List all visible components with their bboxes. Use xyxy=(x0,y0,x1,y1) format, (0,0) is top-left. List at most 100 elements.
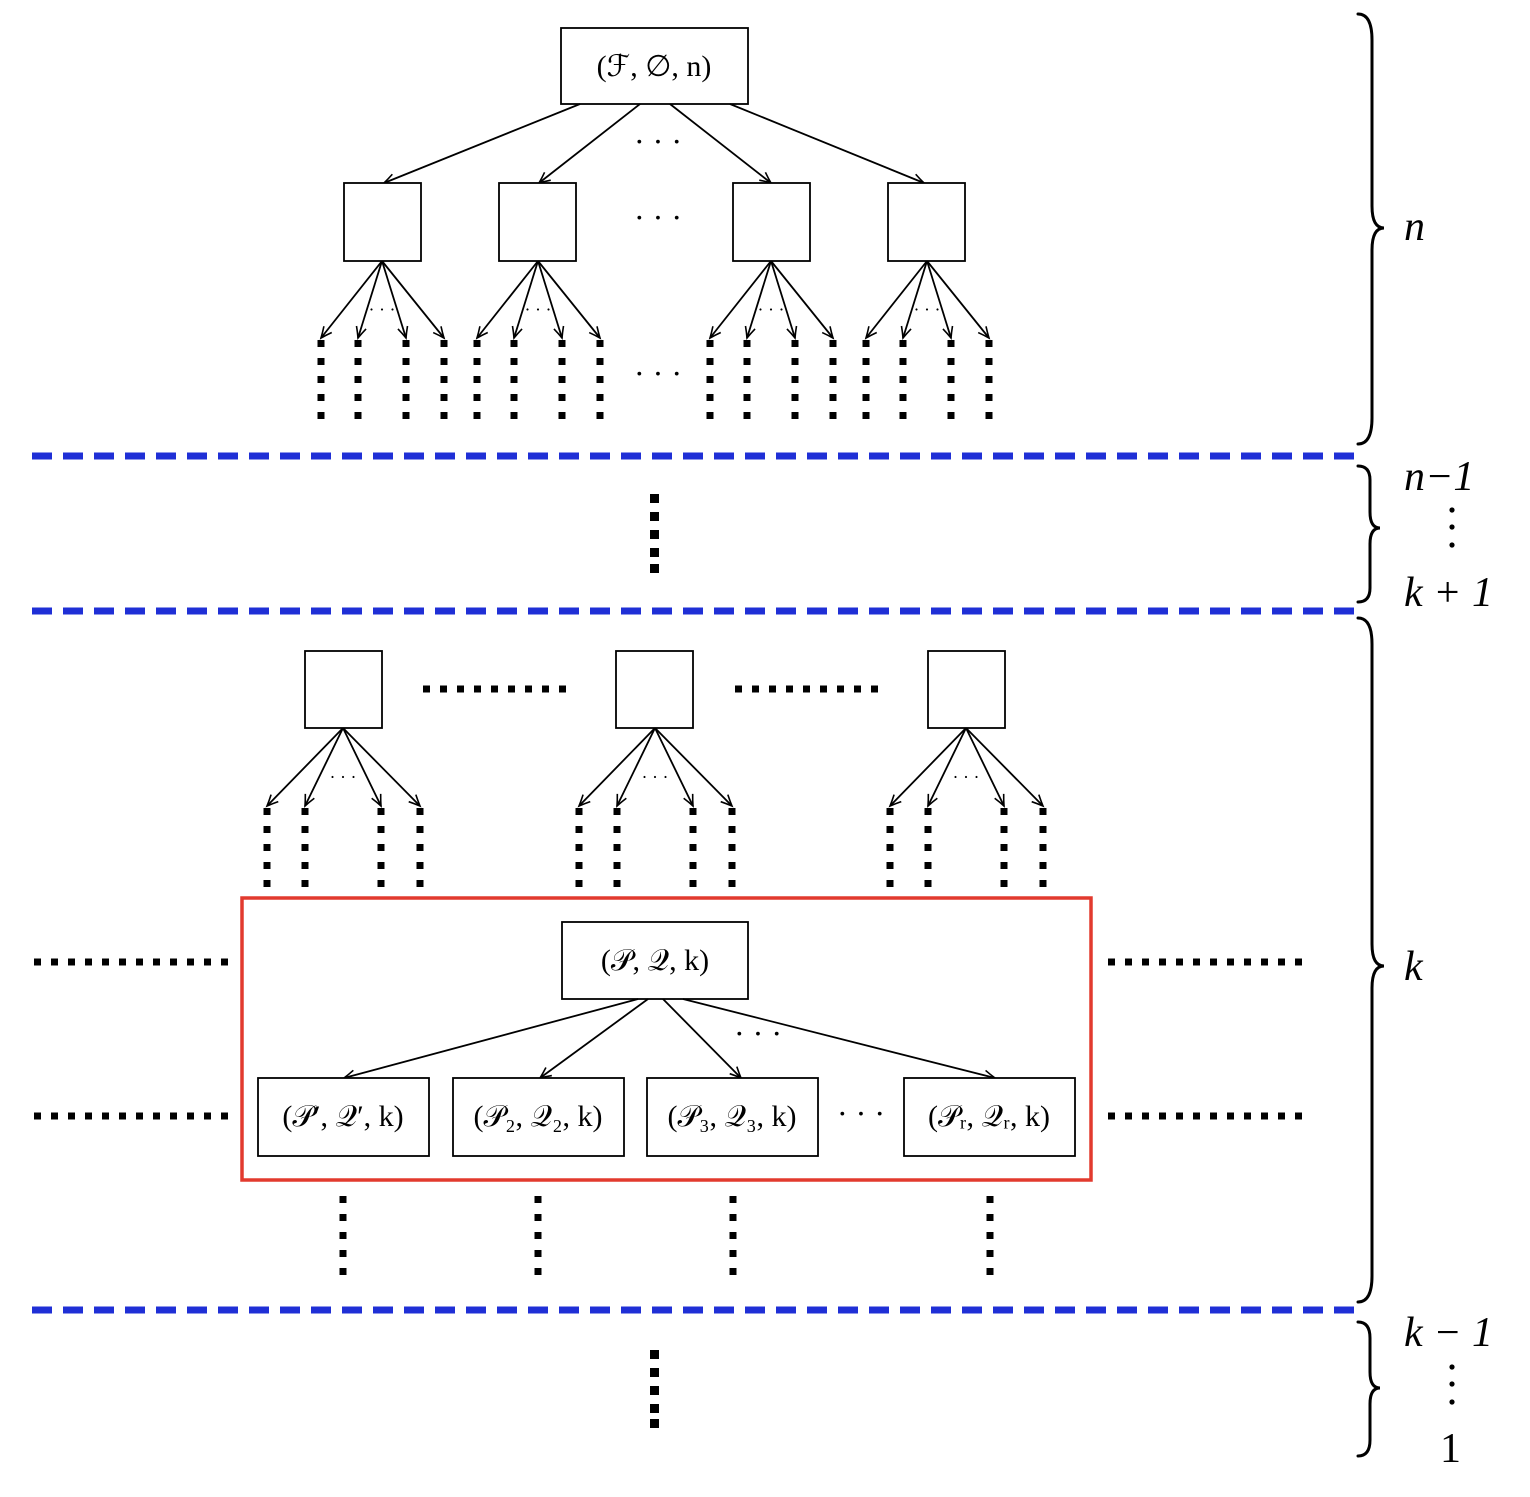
column-dot xyxy=(689,880,697,887)
side-horizontal-dots xyxy=(34,958,1302,1120)
column-dot xyxy=(886,808,894,815)
row-dot xyxy=(1261,958,1268,966)
column-dot xyxy=(613,844,621,851)
fan-arrow xyxy=(381,260,444,338)
fan-arrow xyxy=(770,260,795,338)
column-dot xyxy=(1000,862,1008,869)
column-dot xyxy=(339,1196,347,1203)
fan-ellipsis: · · · xyxy=(642,767,669,787)
column-dot xyxy=(689,862,697,869)
column-dot xyxy=(985,358,993,365)
fan-arrow xyxy=(267,727,344,806)
column-dot xyxy=(416,844,424,851)
column-dot xyxy=(1039,844,1047,851)
highlight-frame xyxy=(240,896,1093,1182)
level-n-box xyxy=(343,182,422,262)
level-n-box xyxy=(732,182,811,262)
column-dot xyxy=(558,376,566,383)
column-dot xyxy=(924,880,932,887)
column-dot xyxy=(1039,826,1047,833)
child-dotted-columns xyxy=(339,1196,994,1275)
bottom-vertical-dots xyxy=(650,1350,659,1428)
fan-arrow xyxy=(342,727,381,806)
level-label-k-plus-1: k + 1 xyxy=(1404,570,1493,616)
row-dot xyxy=(440,685,447,693)
column-dot xyxy=(377,862,385,869)
row-dot xyxy=(1295,1112,1302,1120)
column-dot xyxy=(728,826,736,833)
column-dot xyxy=(743,412,751,419)
column-dot xyxy=(1039,862,1047,869)
column-dot xyxy=(596,358,604,365)
row-dot xyxy=(187,1112,194,1120)
row-dot xyxy=(68,958,75,966)
fan-arrow xyxy=(477,260,539,338)
column-dot xyxy=(339,1214,347,1221)
level-n-box xyxy=(498,182,577,262)
child-node-3-label: (𝒫₃, 𝒬₃, k) xyxy=(667,1100,796,1133)
fan-arrow xyxy=(928,727,967,806)
row-dot xyxy=(153,958,160,966)
child-node-1-label: (𝒫′, 𝒬′, k) xyxy=(282,1100,403,1133)
fan-arrow xyxy=(965,727,1043,806)
row-dot xyxy=(559,685,566,693)
column-dot xyxy=(791,340,799,347)
fan-arrow xyxy=(579,727,656,806)
row-dot xyxy=(423,685,430,693)
column-dot xyxy=(1000,844,1008,851)
column-dot xyxy=(377,808,385,815)
column-dot xyxy=(986,1214,994,1221)
row-dot xyxy=(803,685,810,693)
fan-arrow xyxy=(321,260,383,338)
column-dot xyxy=(473,412,481,419)
row-dot xyxy=(1227,958,1234,966)
row-dot xyxy=(1210,1112,1217,1120)
column-dot xyxy=(728,880,736,887)
column-dot xyxy=(377,880,385,887)
fan-arrow xyxy=(654,727,693,806)
column-dot xyxy=(263,862,271,869)
row-dot xyxy=(1193,958,1200,966)
mid-vertical-dots xyxy=(650,494,659,573)
level-k-fans: · · ·· · ·· · · xyxy=(267,727,1043,806)
row-dot xyxy=(34,958,41,966)
sub-root-arrows-ellipsis: · · · xyxy=(734,1015,782,1051)
column-dot xyxy=(899,340,907,347)
column-dot xyxy=(743,376,751,383)
column-dot xyxy=(728,844,736,851)
row-dot xyxy=(102,958,109,966)
fan-arrow xyxy=(866,260,928,338)
level-k-box xyxy=(304,650,383,729)
level-k-horizontal-dots xyxy=(423,685,878,693)
column-dot xyxy=(377,826,385,833)
fan-arrow xyxy=(710,260,772,338)
level-n-columns-ellipsis: · · · xyxy=(634,355,682,391)
level-label-vdots xyxy=(1449,507,1455,1405)
column-dot xyxy=(402,394,410,401)
column-dot xyxy=(862,340,870,347)
row-dot xyxy=(1227,1112,1234,1120)
column-dot xyxy=(301,844,309,851)
level-label-k-minus-1: k − 1 xyxy=(1404,1310,1493,1356)
sub-root-arrows xyxy=(344,998,995,1078)
column-dot xyxy=(354,340,362,347)
fan-arrow xyxy=(890,727,967,806)
level-label-n-minus-1: n−1 xyxy=(1404,454,1474,500)
column-dot xyxy=(986,1268,994,1275)
fan-arrow xyxy=(926,260,951,338)
child-node-r-label: (𝒫ᵣ, 𝒬ᵣ, k) xyxy=(928,1100,1050,1133)
row-dot xyxy=(1278,1112,1285,1120)
column-dot xyxy=(402,340,410,347)
row-dot xyxy=(525,685,532,693)
highlighted-block: (𝒫, 𝒬, k) · · · (𝒫′, 𝒬′, k) (𝒫₂, 𝒬₂, k) … xyxy=(240,896,1093,1182)
column-dot xyxy=(729,1250,737,1257)
column-dot xyxy=(354,376,362,383)
column-dot xyxy=(534,1250,542,1257)
row-dot xyxy=(837,685,844,693)
level-k-box xyxy=(615,650,694,729)
column-dot xyxy=(473,376,481,383)
level-separators xyxy=(32,452,1356,1314)
column-dot xyxy=(829,412,837,419)
fan-arrow xyxy=(537,260,562,338)
